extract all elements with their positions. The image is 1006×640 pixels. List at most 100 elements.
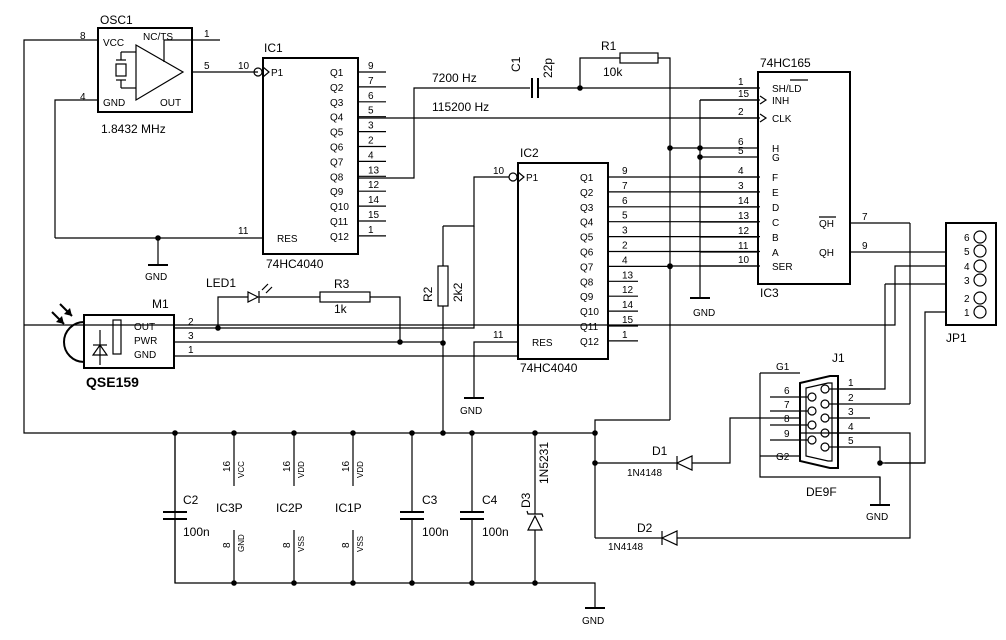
r1-ref: R1: [601, 39, 617, 53]
ic2-output-q11: Q11: [580, 322, 599, 333]
c2-ref: C2: [183, 493, 199, 507]
d2-part: 1N4148: [608, 542, 643, 553]
c3-ref: C3: [422, 493, 438, 507]
power-pin-label: VDD: [356, 461, 365, 478]
osc1-ncts: NC/TS: [143, 32, 173, 43]
m1-part: QSE159: [86, 374, 139, 390]
ic3-pin-number: 4: [738, 166, 744, 177]
ic1-pin-number: 5: [368, 106, 374, 117]
ic2-pin-number: 5: [622, 211, 628, 222]
ic3-pin-label: SER: [772, 262, 793, 273]
ic1-output-q2: Q2: [330, 83, 344, 94]
j1-pin-number: 1: [848, 378, 854, 389]
ic3-pin-label: CLK: [772, 114, 792, 125]
c4: C4 100n: [460, 433, 509, 583]
power-pin-label: GND: [237, 534, 246, 552]
ic2-part: 74HC4040: [520, 361, 578, 375]
ic1-output-q6: Q6: [330, 143, 344, 154]
ic2-pin-number: 15: [622, 315, 634, 326]
ic2-p1: P1: [526, 173, 539, 184]
ic3-pin-label: A: [772, 248, 779, 259]
power-pin-number: 8: [222, 542, 233, 548]
ic3-pin-label: F: [772, 173, 778, 184]
ic2-ref: IC2: [520, 146, 539, 160]
ic3-pin-label: G: [772, 153, 780, 164]
r2-value: 2k2: [451, 282, 465, 302]
ic3-pin7: 7: [862, 212, 868, 223]
j1-pin-number: 7: [784, 400, 790, 411]
ic2-output-q7: Q7: [580, 262, 594, 273]
jp1-pin-circle: [973, 230, 987, 244]
d1: D1 1N4148: [595, 417, 800, 479]
ic1-pin-number: 4: [368, 150, 374, 161]
r3-value: 1k: [334, 302, 348, 316]
j1-pin-circle: [820, 399, 830, 409]
ic1-output-q10: Q10: [330, 202, 349, 213]
jp1-pin-circle: [973, 259, 987, 273]
ic3-pin9: 9: [862, 241, 868, 252]
ic2-output-q5: Q5: [580, 233, 594, 244]
ic1-pin-number: 9: [368, 61, 374, 72]
power-pin-label: VSS: [297, 536, 306, 552]
ic2-pin-number: 1: [622, 330, 628, 341]
led1-ref: LED1: [206, 276, 236, 290]
d1-part: 1N4148: [627, 468, 662, 479]
ic2-pin-number: 9: [622, 166, 628, 177]
ic2-respin: 11: [493, 330, 504, 341]
ic1-p1: P1: [271, 68, 284, 79]
r3-ref: R3: [334, 277, 350, 291]
osc1-ref: OSC1: [100, 13, 133, 27]
gnd-j1: GND: [866, 512, 888, 523]
osc1-out: OUT: [160, 98, 181, 109]
j1-part: DE9F: [806, 485, 837, 499]
ic3-qh-bar: QH: [819, 219, 834, 230]
osc1-pin1: 1: [204, 29, 210, 40]
j1-pin-circle: [820, 413, 830, 423]
ic2-inpin: 10: [493, 166, 505, 177]
ic3-pin-number: 14: [738, 196, 750, 207]
osc1-vcc: VCC: [103, 38, 124, 49]
ic1-pin-number: 7: [368, 76, 374, 87]
jp1-pin-circle: [973, 291, 987, 305]
power-pin-number: 8: [341, 542, 352, 548]
ic2-pin-number: 4: [622, 255, 628, 266]
ic1-output-q9: Q9: [330, 187, 344, 198]
ic3-pin-number: 3: [738, 181, 744, 192]
d2: D2 1N4148: [595, 432, 911, 553]
freq-115200: 115200 Hz: [432, 100, 489, 114]
ic1-pin-number: 12: [368, 180, 380, 191]
j1-pin-number: 5: [848, 436, 854, 447]
ic2-res: RES: [532, 338, 553, 349]
ic2-output-q9: Q9: [580, 292, 594, 303]
power-ref: IC1P: [335, 501, 362, 515]
ic2-pin-number: 3: [622, 226, 628, 237]
osc1-freq: 1.8432 MHz: [101, 122, 166, 136]
c1-ref: C1: [509, 56, 523, 72]
power-pin-label: VDD: [297, 461, 306, 478]
ic2-pin-number: 6: [622, 196, 628, 207]
ic1-pin-number: 14: [368, 195, 380, 206]
jp1-ref: JP1: [946, 331, 967, 345]
j1-pin-number: 8: [784, 414, 790, 425]
ic3-pin-number: 15: [738, 89, 750, 100]
power-pin-number: 16: [341, 460, 352, 472]
j1-pin-number: 4: [848, 422, 854, 433]
osc1-gnd: GND: [103, 98, 125, 109]
j1-wire: [870, 446, 925, 464]
r1-value: 10k: [603, 65, 623, 79]
c3-value: 100n: [422, 525, 449, 539]
r1: R1 10k: [579, 39, 671, 420]
jp1-pin-number: 6: [964, 233, 970, 244]
m1: OUT PWR GND M1 QSE159 2 3 1: [51, 297, 194, 390]
ic2-output-q2: Q2: [580, 188, 594, 199]
junction-dot: [350, 430, 356, 436]
ic1-pin-number: 3: [368, 121, 374, 132]
ic3-pin-label: B: [772, 233, 779, 244]
ic1-output-q11: Q11: [330, 217, 349, 228]
j1-pin-circle: [807, 406, 817, 416]
ic1-pin-number: 1: [368, 225, 374, 236]
d3-part: 1N5231: [537, 442, 551, 484]
ic3-pin-label: C: [772, 218, 779, 229]
j1-pin-number: 9: [784, 429, 790, 440]
